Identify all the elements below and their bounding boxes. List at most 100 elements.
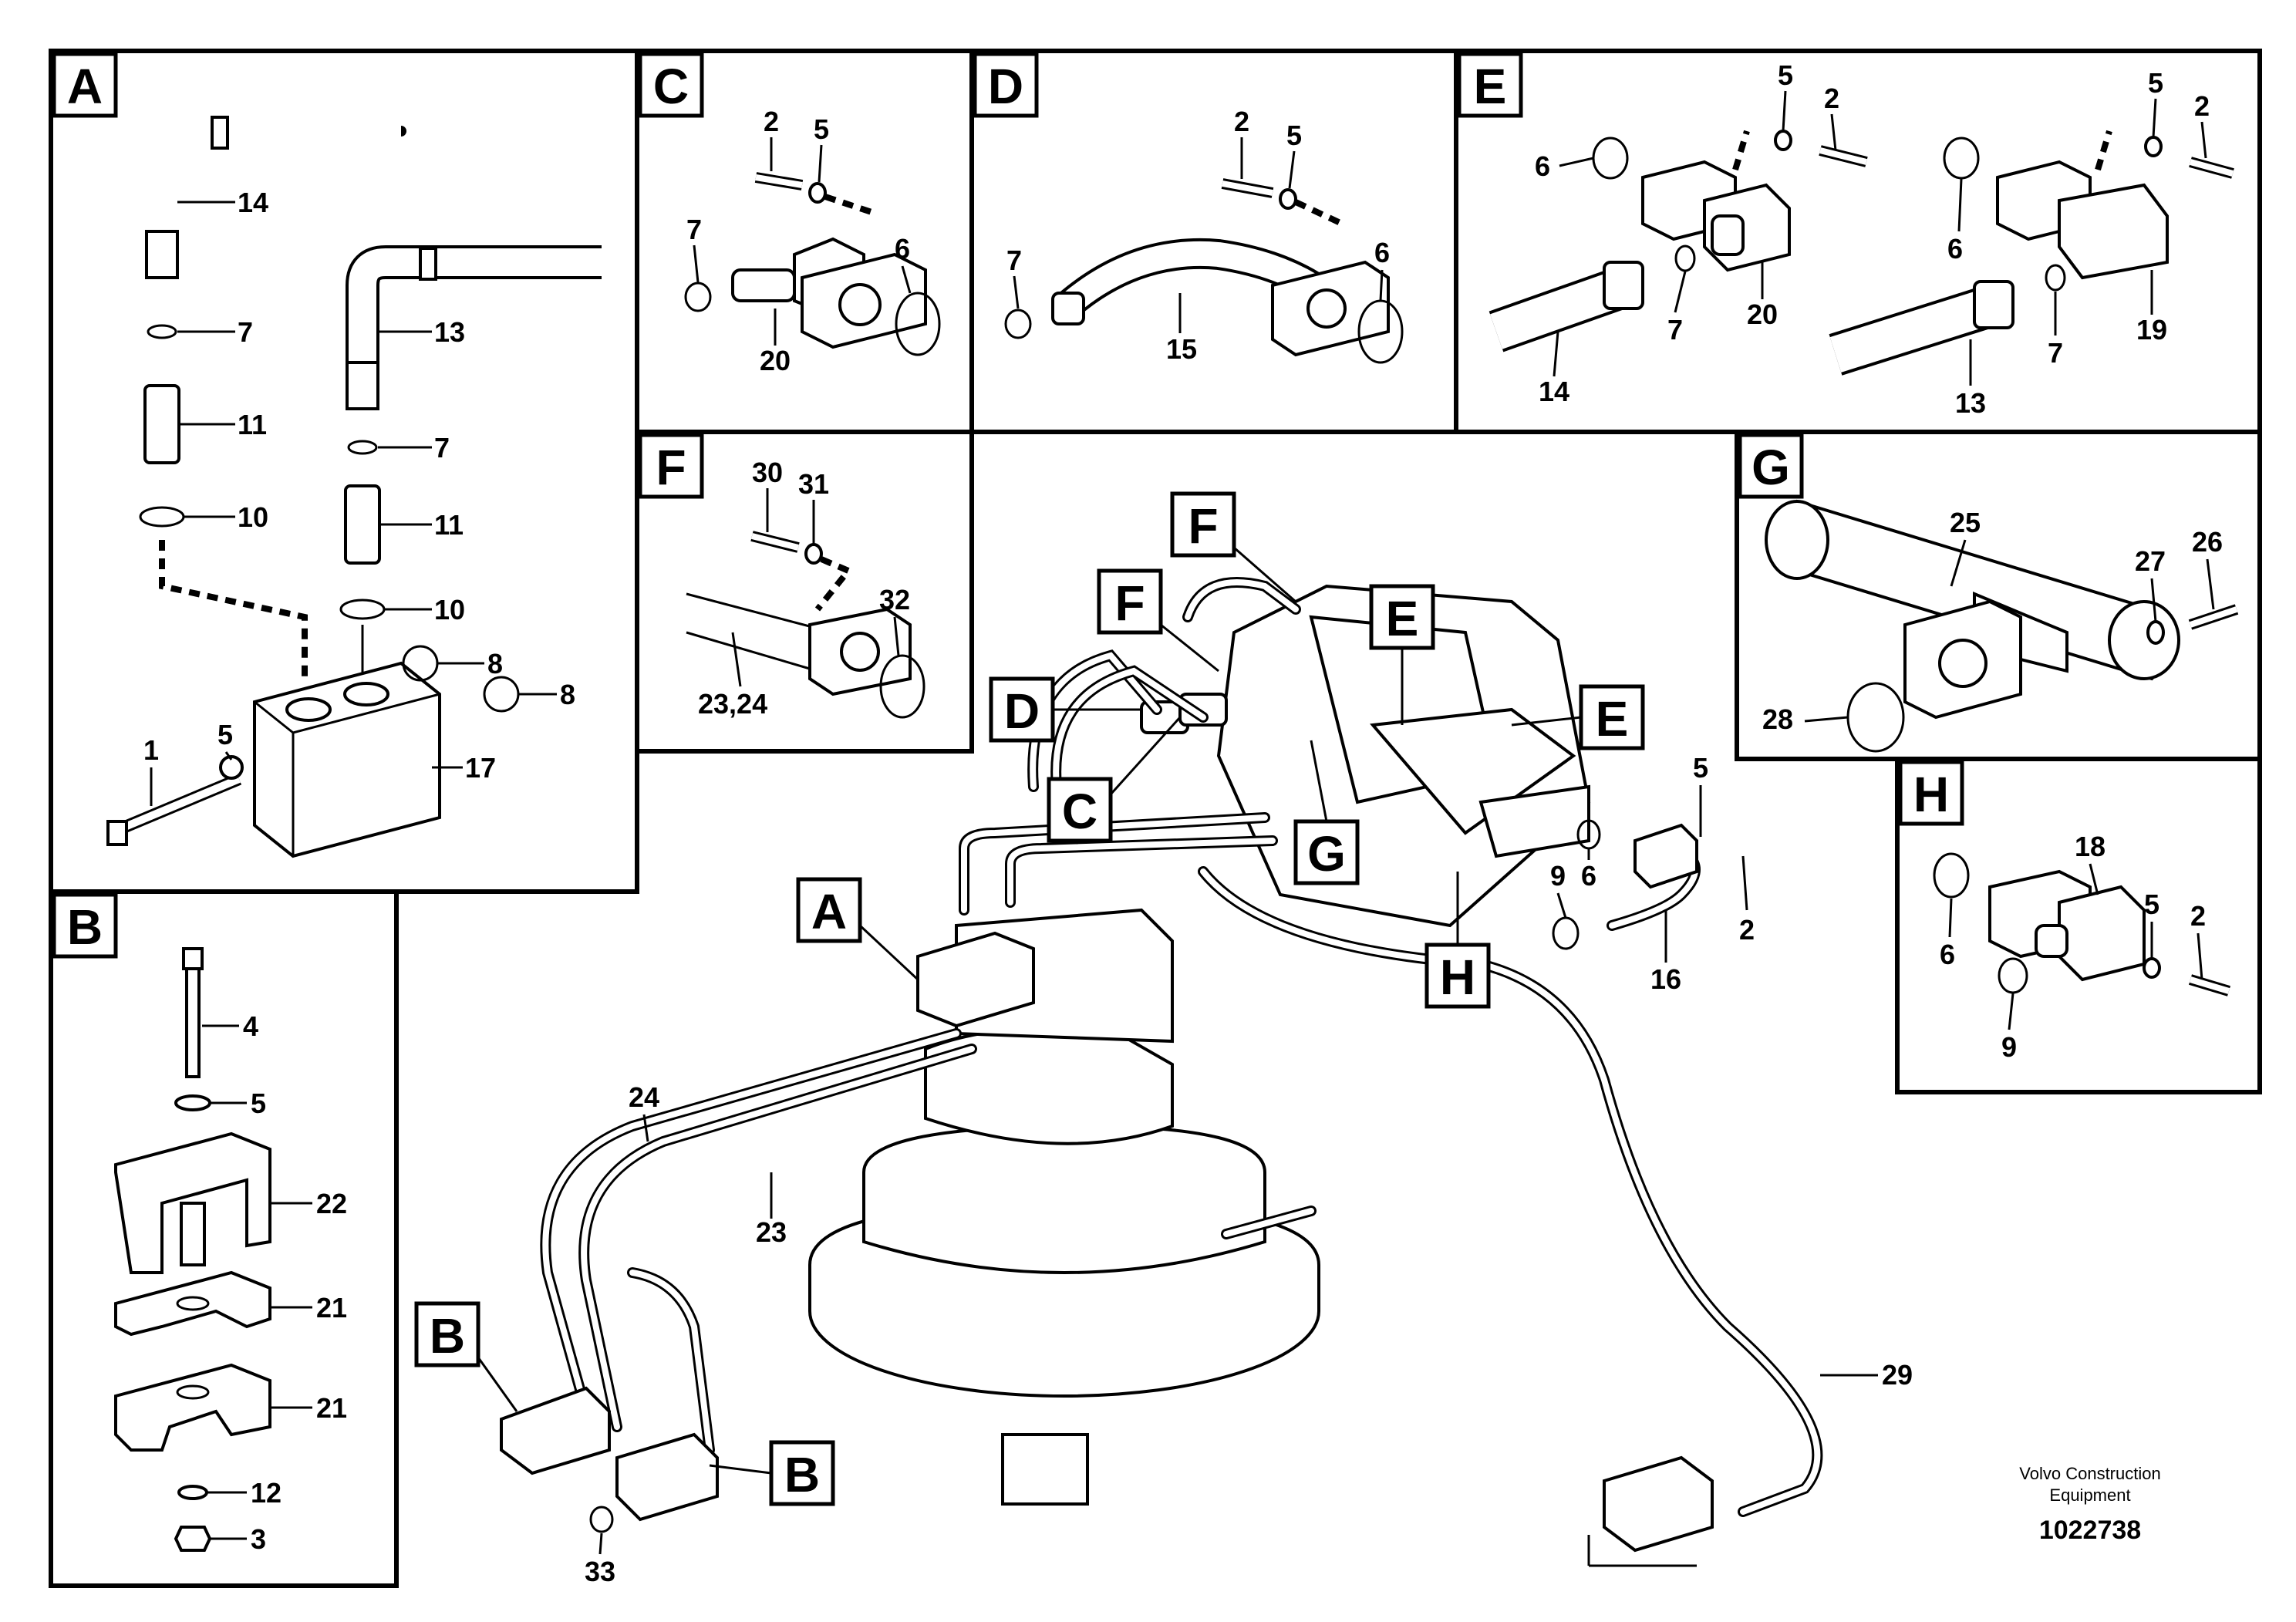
- part-number-label: 7: [434, 432, 450, 464]
- panel-tag-g: G: [1738, 433, 1804, 499]
- part-number-label: 6: [1940, 939, 1955, 970]
- part-number-label: 19: [2136, 314, 2167, 346]
- panel-c-drawing: [684, 172, 941, 356]
- part-number-label: 6: [1535, 150, 1550, 182]
- part-number-label: 28: [1762, 703, 1793, 735]
- part-number-label: 1: [143, 734, 159, 766]
- panel-frames: [49, 49, 2262, 1588]
- part-number-label: 2: [1824, 83, 1839, 114]
- detail-letter: A: [811, 884, 847, 939]
- callout-g: G: [1293, 740, 1360, 885]
- part-number-label: 29: [1882, 1359, 1913, 1391]
- detail-letter: D: [988, 59, 1023, 114]
- part-number-label: 14: [238, 187, 268, 218]
- part-number-label: 5: [1778, 59, 1793, 91]
- part-number-label: 23: [756, 1216, 787, 1248]
- part-number-label: 14: [1539, 376, 1569, 407]
- part-number-label: 31: [798, 468, 829, 500]
- part-number-label: 2: [764, 106, 779, 137]
- detail-letter: G: [1752, 440, 1790, 495]
- part-number-label: 2: [1739, 914, 1755, 946]
- brand-subtitle: Equipment: [2049, 1485, 2130, 1505]
- part-number-label: 6: [895, 233, 910, 265]
- part-number-label: 7: [686, 214, 702, 245]
- callout-a: A: [796, 877, 919, 981]
- panel-f-drawing: [686, 531, 925, 719]
- detail-letter: A: [67, 59, 103, 114]
- detail-letter: D: [1004, 683, 1040, 739]
- part-number-label: 5: [251, 1088, 266, 1119]
- part-number-label: 6: [1947, 233, 1963, 265]
- part-number-label: 5: [1693, 752, 1708, 784]
- part-number-label: 10: [238, 501, 268, 533]
- panel-a-drawing: [106, 116, 602, 858]
- part-number-label: 24: [629, 1081, 659, 1113]
- panel-tag-a: A: [52, 52, 118, 118]
- detail-letter: F: [656, 440, 686, 495]
- panel-h-drawing: [1933, 852, 2231, 996]
- part-number-label: 27: [2135, 545, 2166, 577]
- callout-e-right: E: [1511, 684, 1645, 750]
- panel-b-drawing: [114, 947, 271, 1552]
- panel-tags: A B C D E F G H: [52, 52, 1964, 959]
- part-number-label: 6: [1374, 237, 1390, 268]
- part-number-label: 8: [560, 679, 575, 710]
- part-number-label: 11: [238, 409, 267, 440]
- part-number-label: 11: [434, 509, 464, 541]
- detail-letter: C: [1062, 784, 1097, 839]
- part-number-label: 22: [316, 1188, 347, 1219]
- part-number-label: 7: [238, 316, 253, 348]
- main-callouts: A B B C D E E F F G H: [414, 491, 1645, 1506]
- panel-e-drawing: [1489, 130, 2234, 376]
- part-number-label: 7: [2048, 337, 2063, 369]
- callout-c: C: [1047, 716, 1182, 843]
- detail-letter: G: [1307, 826, 1346, 882]
- part-number-label: 5: [1286, 120, 1302, 151]
- detail-letter: E: [1474, 59, 1507, 114]
- part-number-label: 25: [1950, 507, 1981, 538]
- drawing-number: 1022738: [2039, 1516, 2141, 1545]
- part-number-label: 26: [2192, 526, 2223, 558]
- callout-e-upper: E: [1369, 584, 1435, 725]
- panel-g-drawing: [1765, 499, 2239, 753]
- part-number-label: 8: [487, 648, 503, 679]
- part-number-label: 23,24: [698, 688, 767, 720]
- detail-letter: C: [653, 59, 689, 114]
- part-number-label: 16: [1650, 963, 1681, 995]
- part-number-label: 3: [251, 1523, 266, 1555]
- part-number-label: 33: [585, 1556, 615, 1587]
- part-number-label: 4: [243, 1010, 258, 1042]
- part-number-label: 13: [1955, 387, 1986, 419]
- panel-tag-c: C: [638, 52, 704, 118]
- part-number-label: 9: [1550, 860, 1566, 892]
- part-number-label: 5: [2144, 889, 2159, 920]
- panel-d-drawing: [1004, 178, 1404, 364]
- detail-letter: B: [784, 1447, 820, 1502]
- part-number-label: 21: [316, 1292, 347, 1324]
- part-number-label: 5: [217, 719, 233, 750]
- detail-letter: F: [1114, 575, 1145, 631]
- part-number-label: 32: [879, 584, 910, 615]
- part-number-label: 7: [1667, 314, 1683, 346]
- part-number-label: 12: [251, 1477, 282, 1509]
- part-labels: 14 7 11 10 13 7 11 10 8 8 5 1 17 4 5 22 …: [143, 59, 2223, 1587]
- part-number-label: 10: [434, 594, 465, 626]
- part-number-label: 9: [2001, 1031, 2017, 1063]
- detail-letter: E: [1596, 691, 1629, 747]
- part-number-label: 2: [2190, 900, 2206, 932]
- main-assembly-drawing: [500, 577, 1823, 1567]
- detail-letter: H: [1913, 767, 1949, 822]
- callout-f-lower: F: [1097, 568, 1219, 673]
- callout-f-upper: F: [1170, 491, 1296, 603]
- callout-d: D: [989, 676, 1141, 743]
- panel-tag-e: E: [1457, 52, 1523, 118]
- part-number-label: 13: [434, 316, 465, 348]
- panel-tag-h: H: [1898, 760, 1964, 826]
- brand-name: Volvo Construction: [2019, 1464, 2160, 1483]
- panel-tag-f: F: [638, 433, 704, 499]
- panel-tag-d: D: [973, 52, 1039, 118]
- part-number-label: 7: [1006, 244, 1022, 276]
- part-number-label: 2: [1234, 106, 1249, 137]
- callout-b-left: B: [414, 1301, 518, 1412]
